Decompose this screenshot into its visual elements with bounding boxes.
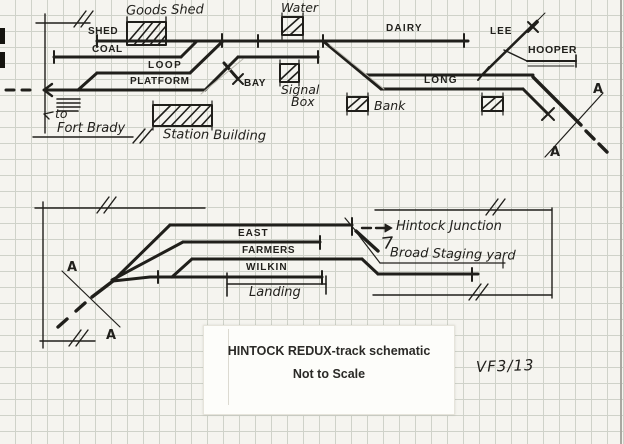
long-label: LONG — [424, 75, 458, 86]
schematic-subtitle: Not to Scale — [292, 367, 366, 381]
dairy-label: DAIRY — [386, 23, 423, 34]
bank-label: Bank — [374, 98, 406, 113]
junction-thin-tick — [344, 217, 356, 231]
east-diagonal — [110, 240, 185, 282]
lower-ticks — [157, 217, 504, 285]
station-building-label: Station Building — [162, 127, 267, 144]
scan-edge-mark — [0, 28, 5, 44]
fort-brady-label: Fort Brady — [57, 121, 126, 136]
section-a-label-bottom: A — [550, 145, 561, 160]
section-a-label-lower-bottom: A — [106, 328, 117, 343]
exit-diagonal — [531, 75, 583, 127]
pencil-construction-line — [200, 58, 244, 95]
loop-rise-diagonal — [188, 39, 225, 75]
schematic-title: HINTOCK REDUX-track schematic — [227, 344, 431, 358]
wilkin-track — [111, 275, 324, 283]
break-slashes-icon — [485, 198, 506, 216]
water-label: Water — [281, 0, 319, 15]
coal-label: COAL — [92, 44, 123, 55]
lower-tracks — [56, 223, 480, 329]
section-a-label-lower-top: A — [67, 260, 78, 275]
entry-track — [90, 279, 115, 299]
upper-ticks — [43, 21, 577, 121]
section-a-line-lower — [61, 270, 121, 328]
station-building-box — [152, 100, 213, 131]
loop-turnout — [76, 71, 99, 92]
yard-ladder-diagonal — [321, 39, 383, 91]
platform-label: PLATFORM — [130, 76, 190, 87]
goods-shed-box — [126, 16, 167, 46]
break-slashes-icon — [96, 196, 117, 214]
wilkin-label: WILKIN — [246, 262, 288, 273]
signal-box-label-line1: Signal — [281, 82, 320, 97]
signature: VF3/13 — [475, 355, 535, 377]
landing-bracket — [226, 272, 327, 297]
goods-shed-label: Goods Shed — [125, 2, 205, 19]
section-a-label-top: A — [593, 82, 604, 97]
junction-stub-diagonal — [354, 229, 380, 253]
section-a-line-upper — [544, 92, 604, 158]
signal-box-label-line2: Box — [291, 94, 315, 109]
buffer-x-icon — [232, 73, 244, 85]
scan-right-edge — [620, 0, 622, 444]
staging-thin-diagonal — [356, 232, 381, 264]
platform-edge-marks — [56, 98, 81, 112]
scan-edge-mark — [0, 52, 5, 68]
paper-crease — [228, 329, 229, 405]
hooper-label: HOOPER — [528, 44, 578, 56]
lee-junction-tick — [477, 66, 490, 81]
hintock-junction-arrow — [360, 223, 393, 249]
buffer-x-icon — [527, 21, 539, 33]
east-label: EAST — [238, 228, 269, 239]
lower-thin-lines — [61, 217, 506, 328]
buffer-x-icon — [541, 107, 555, 121]
platform-rise-diagonal — [203, 55, 240, 92]
water-tower-box — [281, 12, 304, 40]
staging-arrow-glyph — [382, 236, 393, 249]
farmers-turnout — [170, 257, 194, 279]
shed-label: SHED — [88, 26, 119, 37]
upper-tracks — [4, 19, 609, 154]
to-label: to — [55, 106, 68, 121]
coal-rise-diagonal — [179, 40, 198, 59]
title-label-strip: HINTOCK REDUX-track schematic Not to Sca… — [203, 325, 455, 415]
lower-border-marks — [34, 196, 553, 349]
lee-label: LEE — [490, 26, 513, 37]
entry-dashed-track — [56, 301, 87, 329]
loop-label: LOOP — [148, 60, 183, 71]
break-slashes-icon — [68, 329, 89, 347]
staging-drop-diagonal — [360, 257, 380, 276]
upper-thin-lines — [200, 12, 604, 158]
west-arrow-small-icon — [43, 111, 54, 120]
platform-hatch — [56, 98, 81, 112]
yard-ladder — [111, 223, 172, 283]
bank-box-east — [481, 92, 504, 116]
exit-dashed-track — [584, 129, 609, 154]
break-slashes-icon — [73, 10, 94, 28]
farmers-label: FARMERS — [242, 245, 296, 256]
broad-staging-yard-label: Broad Staging yard — [389, 245, 516, 264]
lee-overshoot — [536, 12, 546, 22]
bank-box-west — [346, 92, 369, 116]
lee-branch — [481, 19, 539, 76]
break-slashes-icon — [132, 128, 153, 144]
signal-box-box — [279, 59, 300, 87]
landing-label: Landing — [249, 285, 301, 300]
break-slashes-icon — [468, 283, 489, 301]
pencil-construction-line — [329, 44, 385, 90]
hooper-connector — [503, 49, 528, 62]
hintock-junction-label: Hintock Junction — [396, 219, 502, 234]
bay-label: BAY — [244, 78, 266, 89]
east-arrow-icon — [384, 223, 393, 233]
